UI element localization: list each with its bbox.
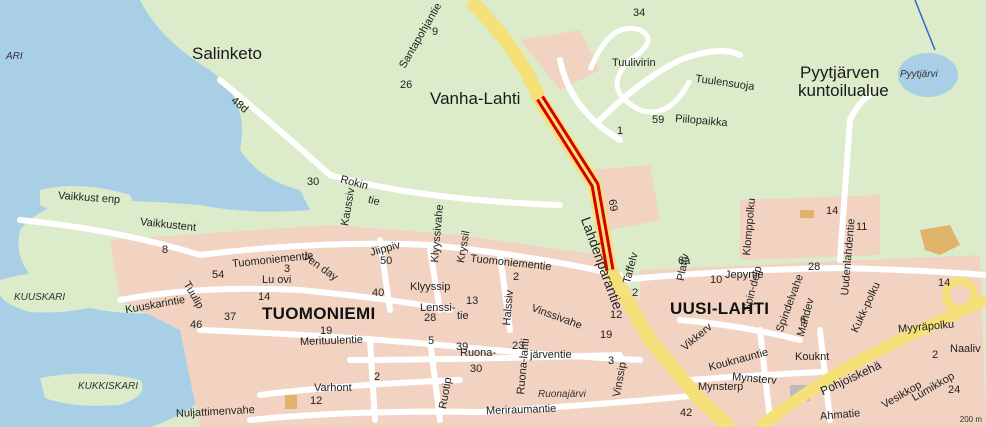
house-number: 54 <box>212 269 225 281</box>
house-number: 14 <box>826 205 839 217</box>
water-pyytjarvi: Pyytjärvi <box>900 69 938 80</box>
house-number: 69 <box>605 198 620 213</box>
point-peninsula <box>40 186 132 218</box>
place-pyytjarven: Pyytjärven <box>800 63 880 82</box>
built-area-east <box>640 255 986 427</box>
house-number: 28 <box>424 312 437 324</box>
house-number: 37 <box>224 311 237 323</box>
house-number: 13 <box>466 295 479 307</box>
house-number: 42 <box>680 407 693 419</box>
house-number: 28 <box>808 261 821 273</box>
district-uusi-lahti: UUSI-LAHTI <box>670 299 770 318</box>
house-number: 46 <box>190 319 203 331</box>
house-number: 26 <box>400 79 413 91</box>
house-number: 3 <box>284 263 291 275</box>
district-tuomoniemi: TUOMONIEMI <box>262 304 376 323</box>
house-number: 19 <box>320 325 333 337</box>
house-number: 5 <box>428 335 435 347</box>
house-number: 2 <box>932 349 939 361</box>
house-number: 30 <box>307 176 320 188</box>
house-number: 19 <box>600 329 613 341</box>
power-line <box>914 0 936 51</box>
house-number: 2 <box>513 271 520 283</box>
house-number: 3 <box>608 355 615 367</box>
roundabout <box>942 277 978 313</box>
sea-area <box>0 0 310 427</box>
house-number: 12 <box>610 309 623 321</box>
island-ari: ARI <box>6 51 23 62</box>
built-area-middle <box>590 165 660 230</box>
building <box>920 225 960 255</box>
house-number: 24 <box>948 384 961 396</box>
street-lenssi-tie: tie <box>457 310 469 322</box>
kuuskari-island <box>0 272 113 313</box>
building <box>800 210 814 218</box>
highlighted-road-inner <box>538 97 612 271</box>
street-jarventie: järventie <box>530 349 572 361</box>
house-number: 6 <box>800 314 807 326</box>
water-ruonajarvi: Ruonajärvi <box>538 389 586 400</box>
street-tuulivirin: Tuulivirin <box>612 57 656 69</box>
house-number: 11 <box>856 221 868 233</box>
street-jepyrtie: Jepyrtie <box>725 269 764 281</box>
house-number: 8 <box>162 244 169 256</box>
built-area-west <box>110 225 640 427</box>
house-number: 14 <box>938 277 951 289</box>
island-kuuskari: KUUSKARI <box>14 292 66 303</box>
street-lu-ovi: Lu ovi <box>262 274 292 286</box>
house-number: 2 <box>632 287 639 299</box>
house-number: 23 <box>512 340 525 352</box>
kukkiskari-island <box>40 373 143 406</box>
house-number: 30 <box>470 363 483 375</box>
house-number: 12 <box>310 395 323 407</box>
house-number: 10 <box>710 274 723 286</box>
house-number: 34 <box>633 7 646 19</box>
house-number: 40 <box>372 287 385 299</box>
house-number: 1 <box>617 125 624 137</box>
street-naaliv: Naaliv <box>950 343 981 355</box>
island-kukkiskari: KUKKISKARI <box>78 381 139 392</box>
minor-roads <box>17 48 986 423</box>
building <box>285 395 297 409</box>
street-ruona: Ruona- <box>460 347 497 359</box>
place-salinketo: Salinketo <box>192 44 262 63</box>
house-number: 39 <box>456 341 469 353</box>
house-number: 14 <box>258 291 271 303</box>
house-number: 59 <box>652 114 665 126</box>
pohjoiskeha-road <box>756 294 986 427</box>
house-number: 6a <box>678 255 691 267</box>
street-kouknt: Kouknt <box>795 351 830 363</box>
scale-label: 200 m <box>959 415 982 424</box>
street-klyyssip: Klyyssip <box>410 281 451 293</box>
house-number: 50 <box>380 255 393 267</box>
pyytjarvi-lake <box>898 53 958 97</box>
house-number: 2 <box>374 371 381 383</box>
place-kuntoilualue: kuntoilualue <box>798 81 889 100</box>
street-varhont: Varhont <box>314 382 352 394</box>
tuulivirin-loop <box>587 26 693 115</box>
street-lenssi: Lenssi- <box>420 302 456 314</box>
place-vanha-lahti: Vanha-Lahti <box>430 89 521 108</box>
street-mynsterp: Mynsterp <box>698 381 744 393</box>
house-number: 9 <box>432 26 439 38</box>
